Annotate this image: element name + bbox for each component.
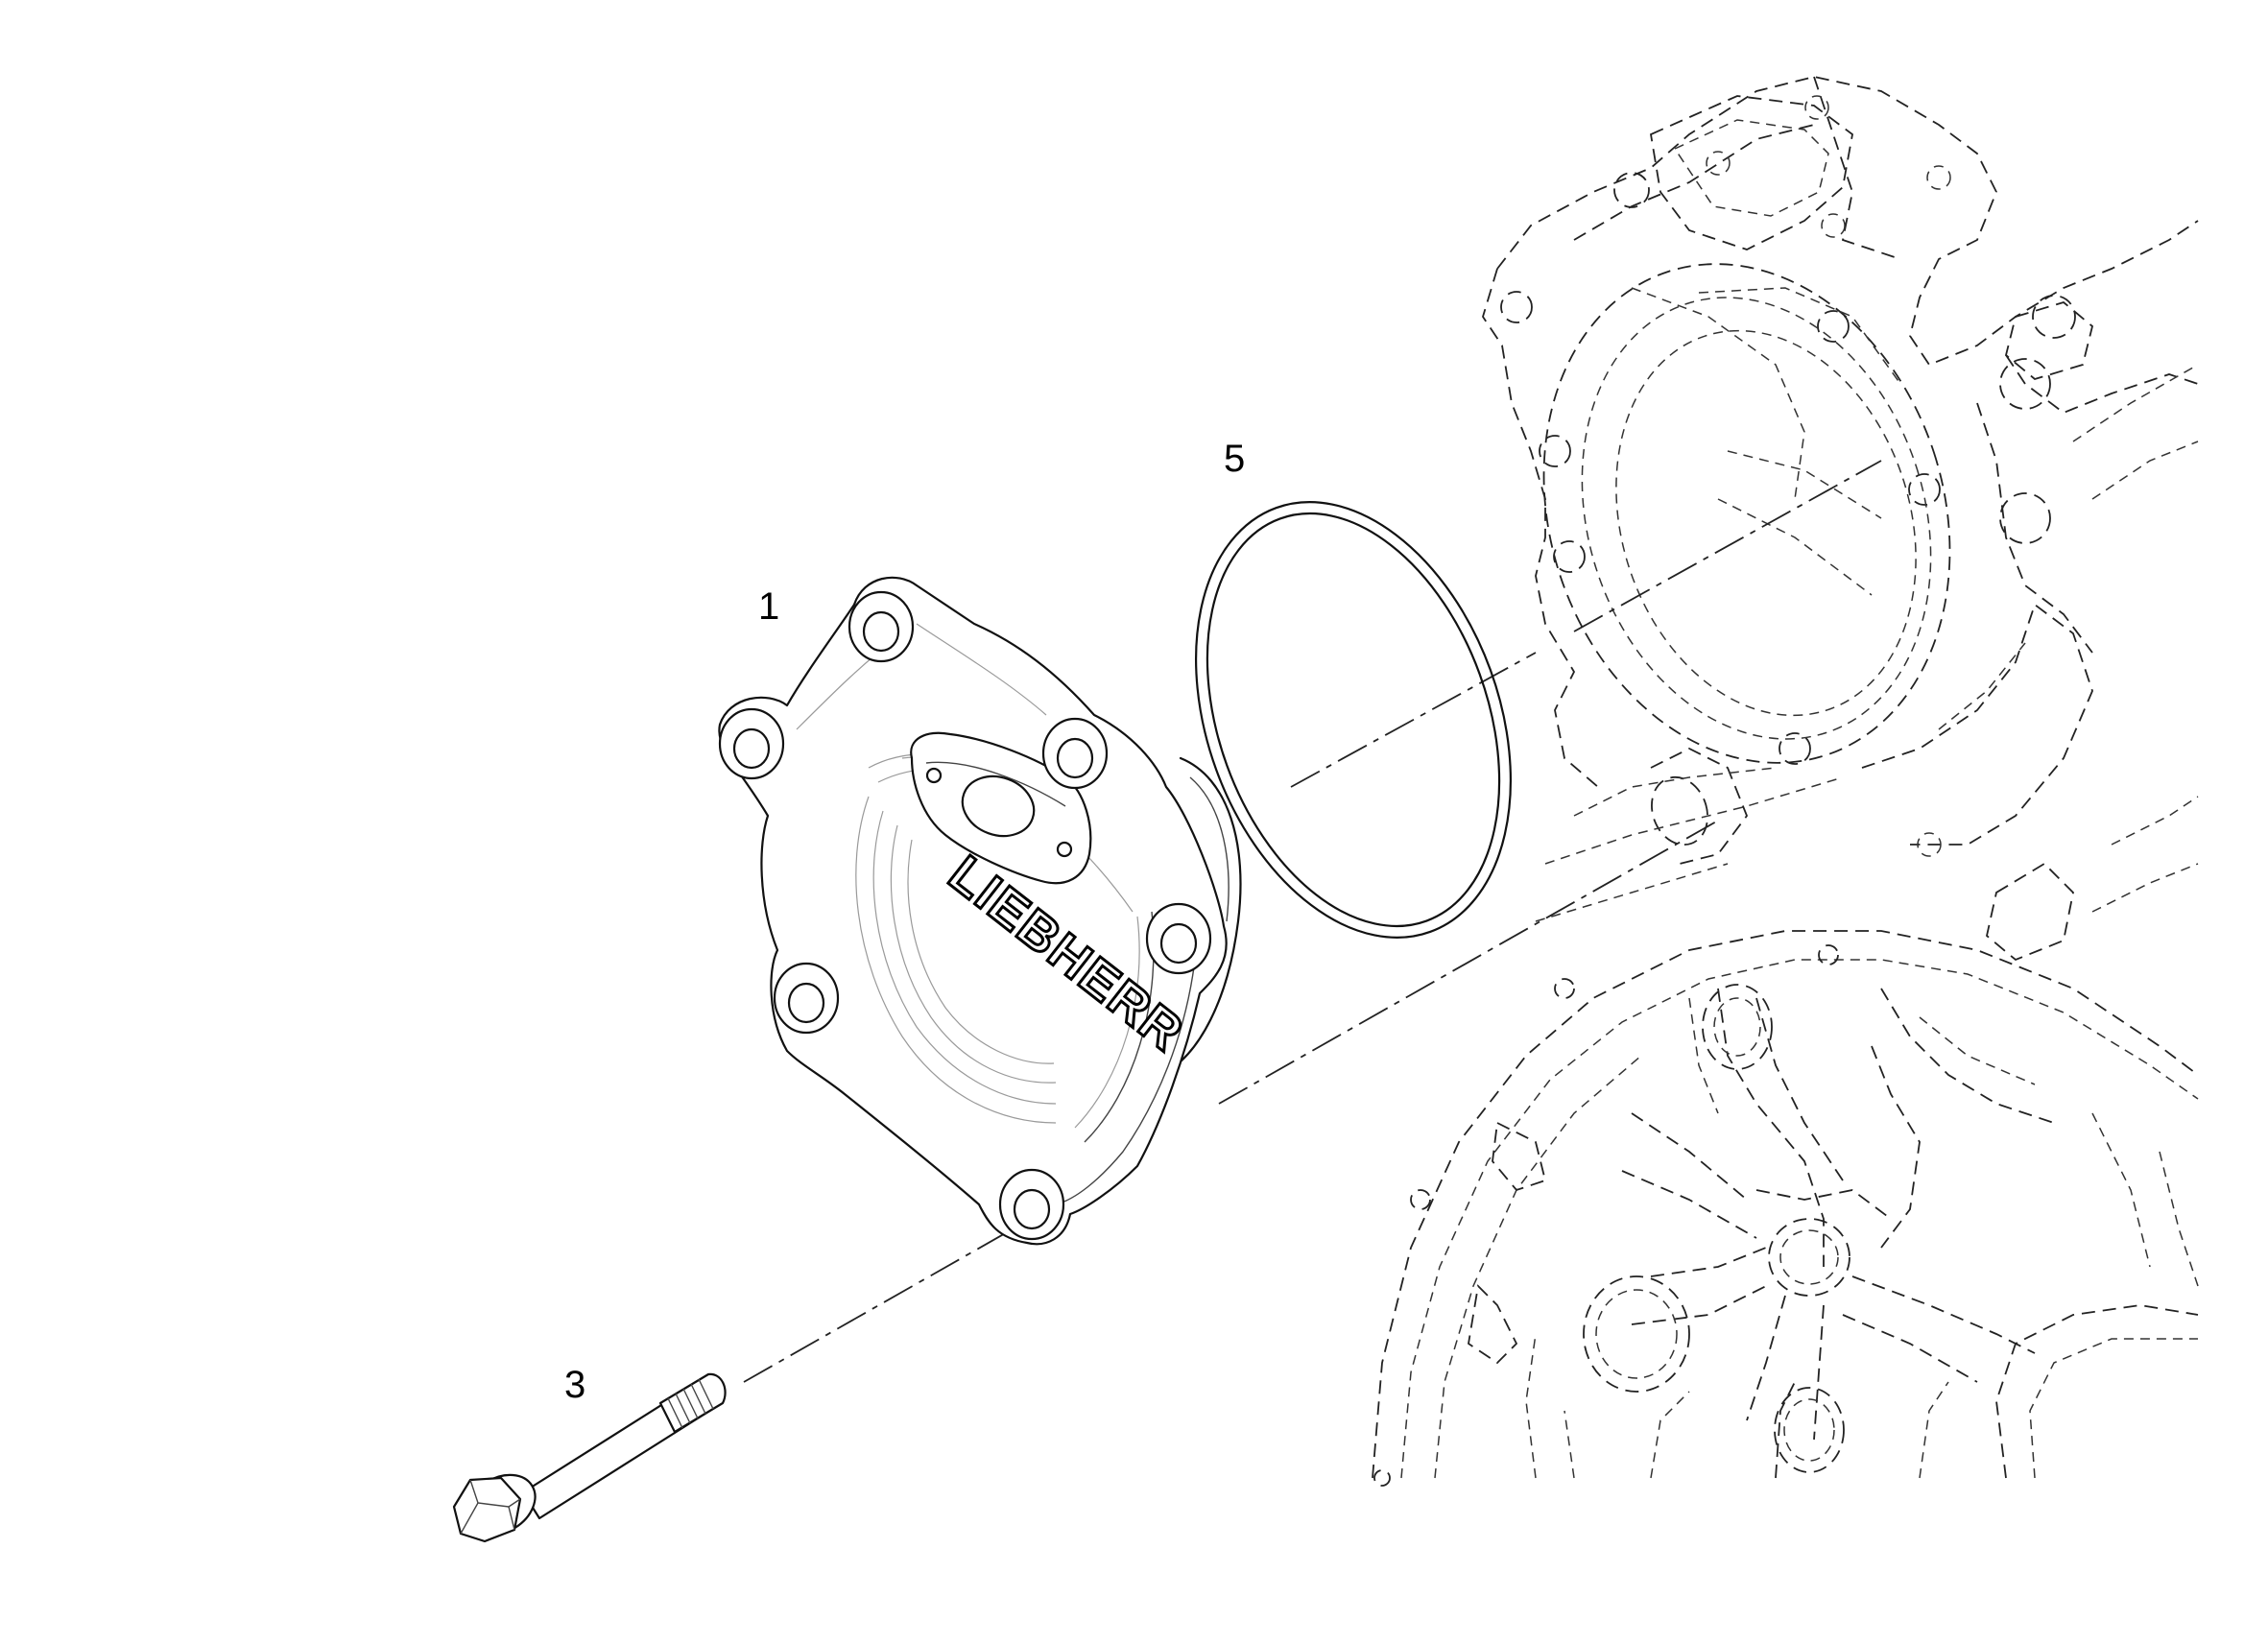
hex-flange-screw: [452, 1372, 727, 1543]
bolt-ear: [1041, 717, 1109, 790]
cover-plate: LIEBHERR: [718, 576, 1242, 1246]
bolt-ear: [998, 1168, 1065, 1241]
bolt-ear: [848, 590, 915, 663]
bolt-ear: [1145, 902, 1212, 975]
o-ring: [1195, 501, 1512, 939]
bolt-ear: [718, 707, 785, 780]
gearbox-housing: [1372, 76, 2199, 1487]
bolt-ear: [773, 962, 840, 1035]
assembly-center-lines: [743, 460, 1882, 1383]
callout-cover-label: 1: [758, 585, 780, 628]
callout-o-ring-label: 5: [1224, 438, 1246, 480]
callout-screw-label: 3: [564, 1364, 586, 1406]
